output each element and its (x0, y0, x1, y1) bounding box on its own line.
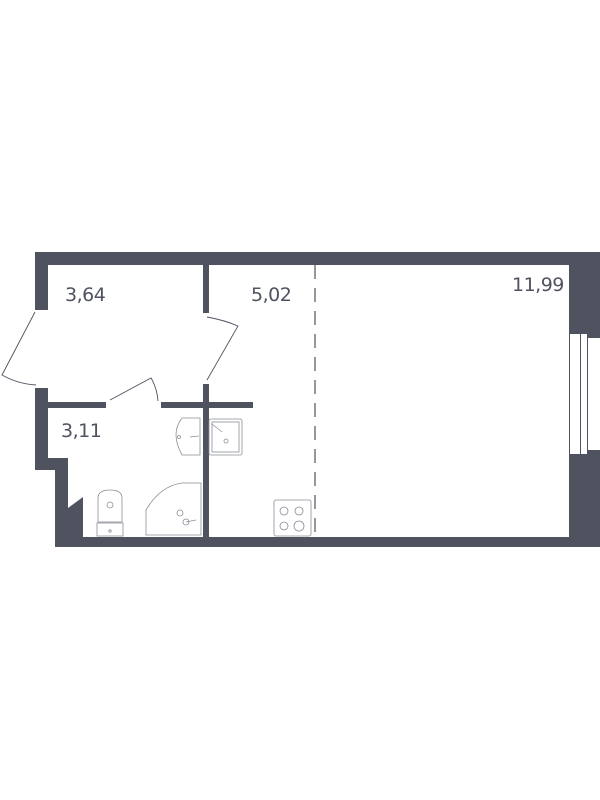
toilet (96, 489, 124, 537)
stove (273, 499, 312, 537)
room-area-hall: 3,64 (65, 284, 106, 306)
window (570, 334, 600, 454)
fixtures (96, 417, 312, 537)
outer-walls (35, 252, 600, 547)
washbasin (175, 417, 201, 456)
kitchen-sink (208, 418, 243, 456)
shower (145, 482, 202, 536)
doors (1, 311, 239, 402)
room-area-bathroom: 3,11 (61, 420, 102, 442)
interior-walls (48, 265, 253, 537)
room-area-kitchen: 5,02 (251, 284, 292, 306)
room-area-living: 11,99 (512, 274, 564, 296)
shaft (68, 497, 83, 538)
